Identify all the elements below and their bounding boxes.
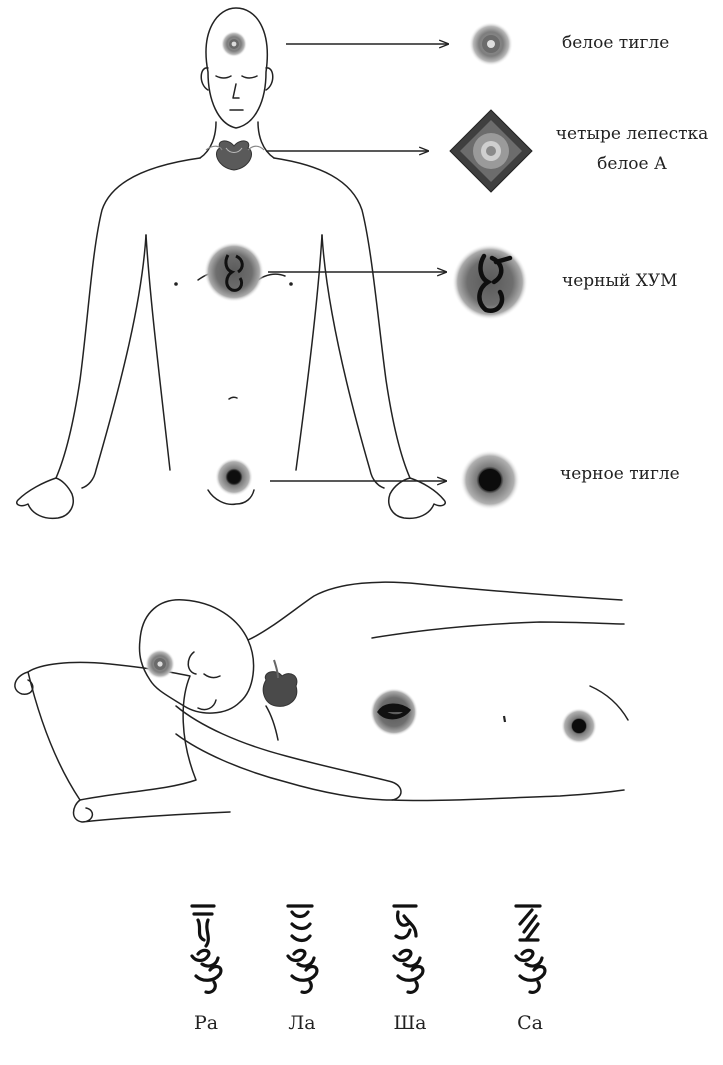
crown-white-tigle-icon — [221, 31, 247, 57]
reclining-ear — [188, 652, 196, 674]
syllable-sa: Са — [500, 1012, 560, 1034]
syllable-ra: Ра — [176, 1012, 236, 1034]
white-tigle-icon — [469, 22, 513, 66]
pillow — [28, 662, 196, 800]
navel-black-tigle-icon — [215, 458, 253, 496]
neck-left — [200, 122, 216, 158]
reclining-figure — [15, 582, 628, 822]
left-ear — [201, 68, 208, 90]
right-ear — [266, 68, 273, 90]
torso-right — [296, 235, 322, 470]
tibetan-letter-icon-sa — [516, 906, 545, 992]
tibetan-letter-icon-ra — [192, 906, 221, 992]
label-four-petals-line2: белое А — [540, 154, 723, 174]
torso-left — [146, 235, 170, 470]
right-hand — [389, 478, 446, 518]
left-hand — [17, 478, 74, 518]
label-black-hum: черный ХУМ — [562, 271, 678, 291]
label-white-tigle: белое тигле — [562, 33, 669, 53]
reclining-heart-hum-icon — [370, 688, 418, 736]
right-shoulder-arm — [274, 158, 410, 478]
neck-right — [258, 122, 274, 158]
four-petal-lotus-icon — [450, 110, 532, 192]
black-hum-icon — [452, 244, 528, 320]
syllable-la: Ла — [272, 1012, 332, 1034]
nose — [233, 84, 239, 98]
left-shoulder-arm — [56, 158, 200, 478]
navel — [229, 397, 237, 399]
reclining-mouth — [198, 700, 216, 710]
pointer-arrows — [266, 44, 448, 481]
reclining-back — [248, 582, 622, 640]
right-inner-arm — [322, 235, 384, 488]
tibetan-letters — [192, 906, 545, 992]
heart-hum-icon — [204, 242, 264, 302]
reclining-throat-lotus-icon — [263, 660, 297, 706]
reclining-belly — [392, 790, 624, 801]
standing-chakras — [174, 31, 293, 496]
reclining-chest-line — [266, 706, 278, 740]
reclining-arm — [176, 706, 401, 800]
reclining-shoulder — [372, 622, 624, 638]
throat-lotus-icon — [206, 141, 264, 170]
pillow-scroll-bottom — [74, 800, 231, 822]
reclining-navel-black-tigle-icon — [561, 708, 597, 744]
tibetan-letter-icon-la — [288, 906, 317, 992]
reclining-eye — [204, 674, 220, 678]
syllable-sha: Ша — [380, 1012, 440, 1034]
right-eye — [242, 76, 257, 78]
label-black-tigle: черное тигле — [560, 464, 680, 484]
tibetan-letter-icon-sha — [394, 906, 423, 992]
reclining-crown-white-tigle-icon — [145, 649, 175, 679]
left-eye — [216, 76, 231, 78]
black-tigle-icon — [460, 450, 520, 510]
label-four-petals-line1: четыре лепестка — [540, 124, 723, 144]
reclining-hip — [590, 686, 628, 720]
